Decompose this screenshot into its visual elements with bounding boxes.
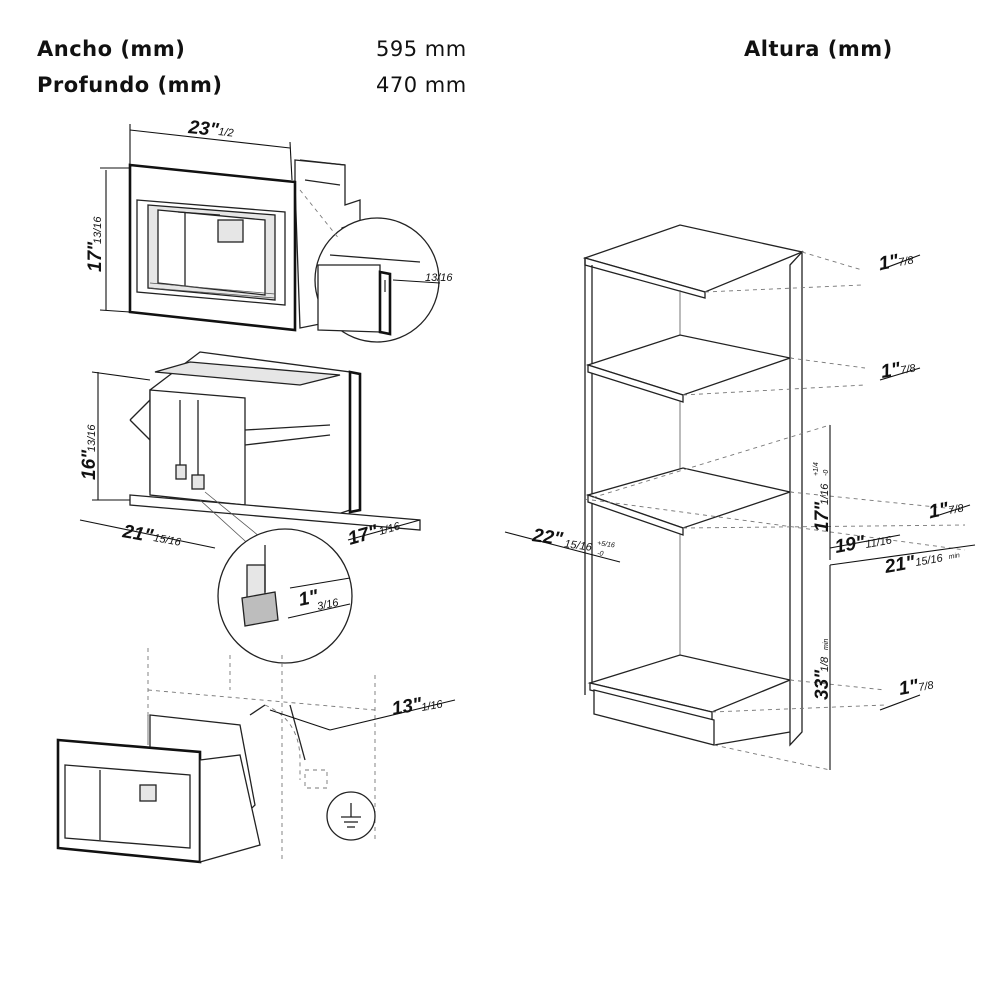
dim-cab-top: 1" 7/8 [877, 251, 915, 275]
svg-text:1": 1" [897, 676, 921, 700]
width-value: 595 mm [376, 37, 467, 61]
width-label: Ancho (mm) [37, 37, 186, 61]
svg-text:16": 16" [79, 449, 100, 480]
svg-text:23": 23" [186, 117, 220, 141]
svg-text:7/8: 7/8 [899, 362, 917, 377]
depth-label: Profundo (mm) [37, 73, 223, 97]
depth-value: 470 mm [376, 73, 467, 97]
dim-cab-base-height: 33" 1/8 min [812, 639, 833, 700]
svg-text:1": 1" [927, 499, 951, 523]
svg-text:1/8: 1/8 [819, 656, 831, 672]
dim-cab-shelf2: 1" 7/8 [927, 499, 965, 523]
svg-text:11/16: 11/16 [864, 534, 893, 551]
svg-text:3/16: 3/16 [316, 597, 340, 613]
svg-text:1/16: 1/16 [420, 698, 444, 714]
svg-text:13": 13" [390, 694, 424, 720]
svg-text:19": 19" [833, 532, 867, 558]
installed-view-drawing [56, 648, 456, 864]
dim-front-height: 17" 13/16 [85, 216, 106, 272]
svg-text:33": 33" [812, 669, 833, 700]
dim-body-height: 16" 13/16 [79, 424, 100, 480]
svg-text:15/16: 15/16 [152, 532, 182, 549]
svg-text:15/16: 15/16 [914, 552, 944, 569]
svg-text:+5/16: +5/16 [597, 540, 616, 549]
svg-text:7/8: 7/8 [897, 254, 915, 269]
dim-front-width: 23" 1/2 [186, 117, 234, 141]
svg-text:17": 17" [812, 501, 833, 532]
dim-cab-inner-depth: 19" 11/16 [833, 532, 893, 558]
dim-socket-offset: 13" 1/16 [390, 694, 444, 720]
front-view-drawing [99, 124, 441, 343]
dim-cab-width: 22" 15/16 +5/16 -0 [530, 525, 615, 558]
svg-text:1/16: 1/16 [378, 520, 403, 538]
svg-text:+1/4: +1/4 [813, 462, 820, 476]
dim-detail-gap: 13/16 [425, 272, 453, 284]
dim-cab-bottom: 1" 7/8 [897, 676, 935, 700]
svg-text:7/8: 7/8 [947, 502, 965, 517]
svg-text:17": 17" [85, 241, 106, 272]
svg-text:15/16: 15/16 [564, 538, 594, 554]
dim-cab-shelf1: 1" 7/8 [879, 359, 917, 383]
svg-text:7/8: 7/8 [917, 679, 935, 694]
svg-text:21": 21" [120, 521, 155, 547]
dim-cab-niche-height: 17" 1/16 +1/4 -0 [812, 462, 833, 532]
svg-text:-0: -0 [823, 470, 830, 476]
svg-text:min: min [948, 552, 960, 561]
svg-text:1": 1" [877, 251, 901, 275]
svg-text:-0: -0 [597, 550, 604, 558]
dim-body-width: 21" 15/16 [120, 521, 182, 549]
svg-text:min: min [823, 639, 830, 650]
svg-text:1/2: 1/2 [218, 126, 234, 140]
cabinet-drawing [504, 224, 976, 771]
svg-text:1/16: 1/16 [819, 483, 831, 505]
dim-cab-depth: 21" 15/16 min [882, 552, 960, 578]
svg-text:22": 22" [530, 525, 565, 550]
svg-text:21": 21" [882, 552, 917, 578]
svg-text:13/16: 13/16 [92, 216, 104, 244]
svg-text:13/16: 13/16 [425, 272, 453, 284]
svg-text:1": 1" [879, 359, 903, 383]
body-view-drawing [79, 351, 421, 664]
svg-text:13/16: 13/16 [86, 424, 98, 452]
height-label: Altura (mm) [744, 37, 893, 61]
